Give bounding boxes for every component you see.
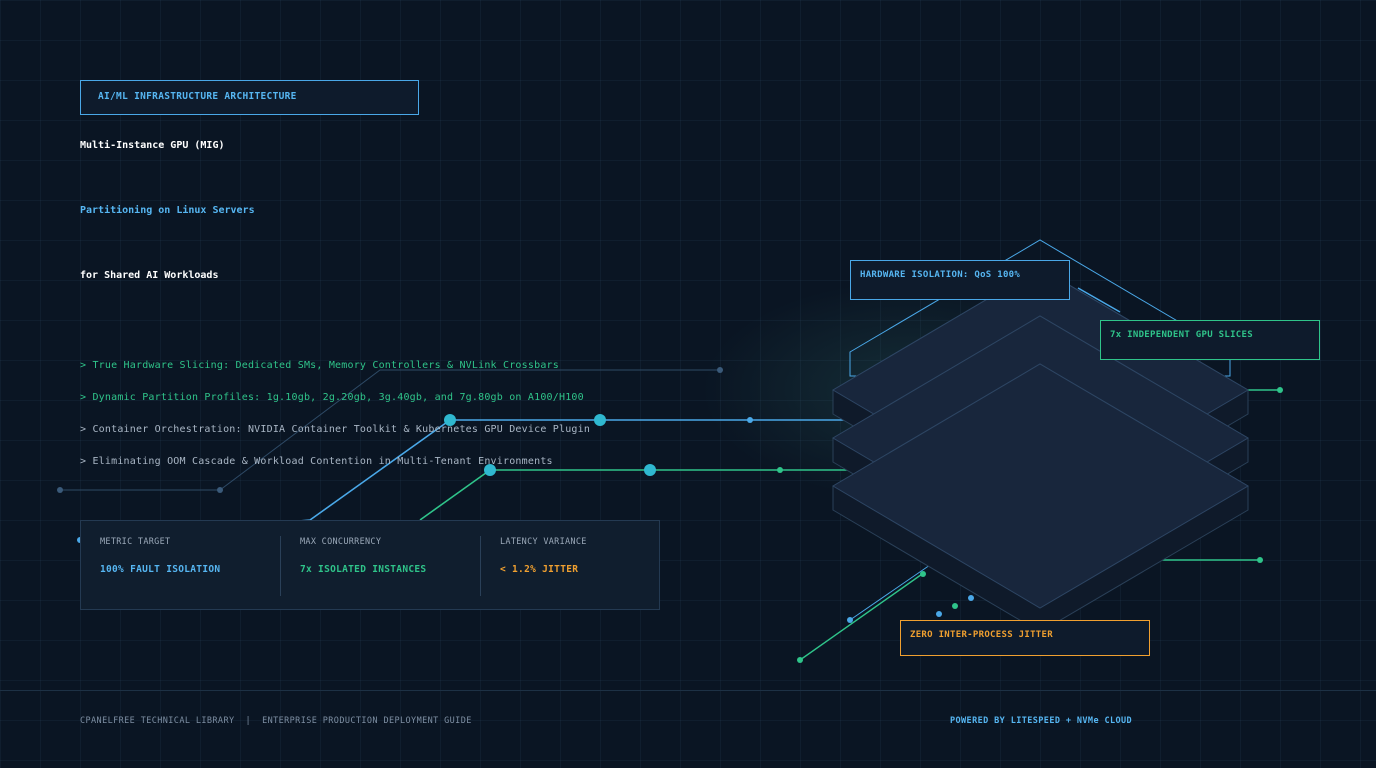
- metric-label: MAX CONCURRENCY: [300, 537, 382, 547]
- metric-card: MAX CONCURRENCY 7x ISOLATED INSTANCES: [281, 521, 461, 609]
- grey-node: [717, 367, 723, 373]
- green-node: [644, 464, 656, 476]
- callout-hardware-isolation: HARDWARE ISOLATION: QoS 100%: [850, 260, 1070, 300]
- metric-divider: [280, 536, 281, 596]
- gpu-slice-layer: [832, 363, 1249, 633]
- metrics-panel: METRIC TARGET 100% FAULT ISOLATION MAX C…: [80, 520, 660, 610]
- green-trace: [419, 469, 860, 521]
- green-node: [952, 603, 958, 609]
- green-node: [920, 571, 926, 577]
- title-line-1: Multi-Instance GPU (MIG): [80, 140, 225, 151]
- metric-label: LATENCY VARIANCE: [500, 537, 587, 547]
- blue-trace: [849, 564, 931, 621]
- metric-card: METRIC TARGET 100% FAULT ISOLATION: [81, 521, 261, 609]
- feature-bullet: > Dynamic Partition Profiles: 1g.10gb, 2…: [80, 392, 584, 403]
- metric-value: 100% FAULT ISOLATION: [100, 564, 221, 575]
- footer-right-text: POWERED BY LITESPEED + NVMe CLOUD: [950, 716, 1133, 726]
- grey-node: [217, 487, 223, 493]
- metric-label: METRIC TARGET: [100, 537, 171, 547]
- blue-node: [444, 414, 456, 426]
- blue-node: [968, 595, 974, 601]
- feature-bullet: > Eliminating OOM Cascade & Workload Con…: [80, 456, 553, 467]
- metric-value: < 1.2% JITTER: [500, 564, 579, 575]
- housing-connector: [1077, 287, 1121, 313]
- callout-text: 7x INDEPENDENT GPU SLICES: [1110, 330, 1253, 340]
- callout-text: HARDWARE ISOLATION: QoS 100%: [860, 270, 1021, 280]
- grey-node: [57, 487, 63, 493]
- category-badge: AI/ML INFRASTRUCTURE ARCHITECTURE: [80, 80, 419, 115]
- metric-value: 7x ISOLATED INSTANCES: [300, 564, 427, 575]
- callout-gpu-slices: 7x INDEPENDENT GPU SLICES: [1100, 320, 1320, 360]
- category-badge-text: AI/ML INFRASTRUCTURE ARCHITECTURE: [98, 91, 297, 102]
- blue-node: [747, 417, 753, 423]
- gpu-housing-outline: [849, 239, 1231, 377]
- green-node: [484, 464, 496, 476]
- blue-node: [594, 414, 606, 426]
- green-node: [797, 657, 803, 663]
- footer-divider: [0, 690, 1376, 691]
- green-node: [1277, 387, 1283, 393]
- title-line-3: for Shared AI Workloads: [80, 270, 219, 281]
- feature-bullet: > Container Orchestration: NVIDIA Contai…: [80, 424, 591, 435]
- green-node: [1257, 557, 1263, 563]
- footer-left-text: CPANELFREE TECHNICAL LIBRARY | ENTERPRIS…: [80, 716, 472, 726]
- blue-node: [847, 617, 853, 623]
- title-line-2: Partitioning on Linux Servers: [80, 205, 255, 216]
- callout-zero-jitter: ZERO INTER-PROCESS JITTER: [900, 620, 1150, 656]
- metric-divider: [480, 536, 481, 596]
- blue-node: [936, 611, 942, 617]
- callout-text: ZERO INTER-PROCESS JITTER: [910, 630, 1053, 640]
- grey-trace: [60, 369, 720, 491]
- green-trace: [799, 571, 926, 661]
- feature-bullet: > True Hardware Slicing: Dedicated SMs, …: [80, 360, 559, 371]
- metric-card: LATENCY VARIANCE < 1.2% JITTER: [481, 521, 661, 609]
- green-node: [777, 467, 783, 473]
